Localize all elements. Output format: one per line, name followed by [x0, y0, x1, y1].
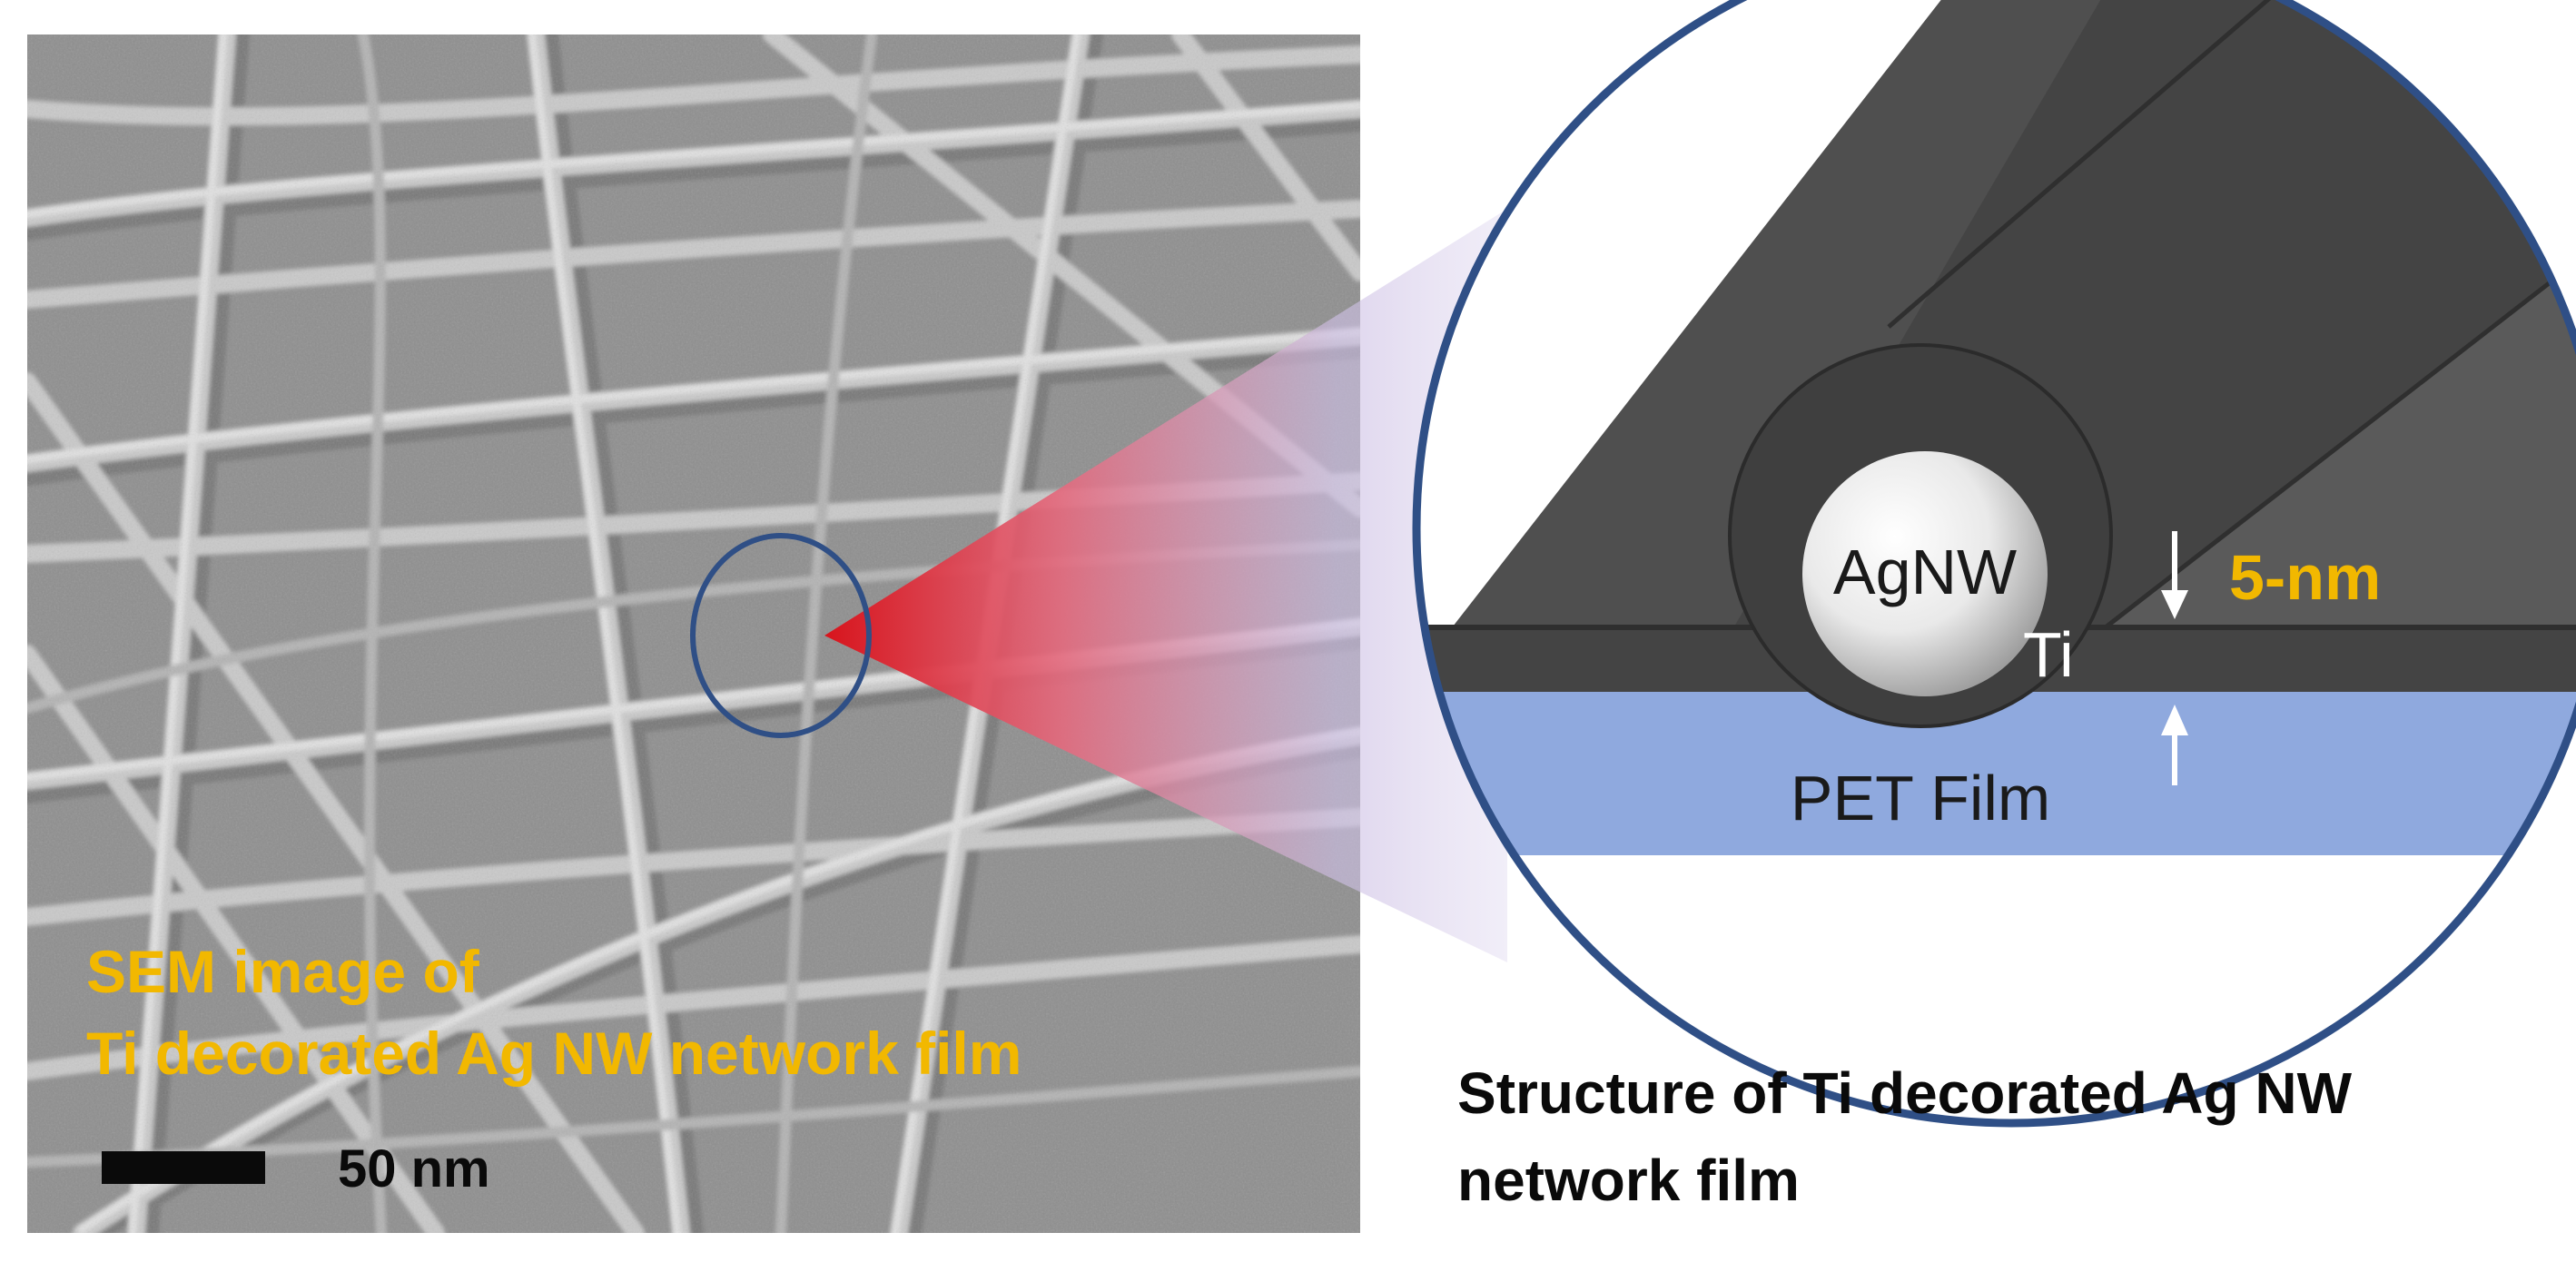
- caption-line1: Structure of Ti decorated Ag NW: [1457, 1060, 2353, 1126]
- magnification-beam: [824, 209, 1507, 962]
- thickness-label: 5-nm: [2229, 542, 2381, 613]
- scale-bar-line: [102, 1151, 265, 1184]
- substrate-label: PET Film: [1791, 763, 2051, 833]
- wire-top-edge: [1887, 0, 2354, 329]
- scale-bar-label: 50 nm: [338, 1139, 490, 1198]
- thickness-arrow-top: [2161, 531, 2188, 619]
- wire-body-edge: [2105, 216, 2576, 628]
- thickness-arrow-bottom: [2161, 705, 2188, 785]
- agnw-label: AgNW: [1833, 537, 2017, 607]
- pet-film-layer: [1416, 692, 2576, 855]
- caption-line2: network film: [1457, 1148, 1800, 1213]
- scale-bar: 50 nm: [102, 1139, 490, 1198]
- inset-ring: [1412, 0, 2576, 1128]
- sem-label-line2: Ti decorated Ag NW network film: [86, 1020, 1022, 1087]
- agnw-core: [1802, 451, 2048, 696]
- structure-inset: AgNW Ti PET Film 5-nm: [1412, 0, 2576, 1128]
- ti-coating-slab-left: [1453, 0, 2143, 626]
- sem-caption: SEM image of Ti decorated Ag NW network …: [86, 938, 1022, 1087]
- sem-label-line1: SEM image of: [86, 938, 480, 1005]
- ti-label: Ti: [2023, 619, 2074, 690]
- focus-circle: [690, 533, 872, 738]
- structure-caption: Structure of Ti decorated Ag NW network …: [1457, 1060, 2353, 1213]
